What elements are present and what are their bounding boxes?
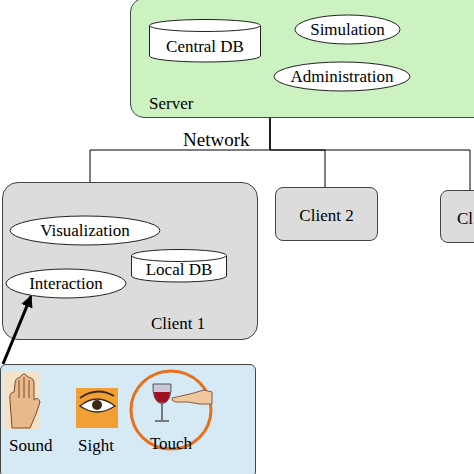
database-cylinder: Central DB [149,19,261,63]
module-ellipse: Visualization [9,215,161,246]
client-box: Client 2 [275,187,378,241]
server-box: Server Central DB SimulationAdministration [130,0,474,118]
node-label: Server [149,95,193,112]
node-label: Cl [457,210,473,227]
cylinder-top [150,20,261,32]
cylinder-top [132,250,227,262]
node-label: Sound [9,437,52,454]
client-box: Cl [440,190,474,243]
module-ellipse: Interaction [5,268,127,299]
finger-lines [19,377,29,398]
network-line [90,118,270,182]
database-cylinder: Local DB [131,249,227,283]
touch-icon [153,384,212,421]
module-ellipse: Simulation [294,14,401,45]
ellipse-outline [6,269,126,298]
eye-pupil [92,400,102,410]
node-label: Touch [129,435,213,452]
node-label: Client 2 [276,207,377,224]
hand-icon [4,372,40,430]
glass-bowl [153,384,171,404]
senses-panel: Sound Sight Touch [0,364,256,474]
eye-shape [80,399,115,412]
hand-shape [10,374,40,428]
module-ellipse: Administration [273,61,411,92]
client-box: Client 1 VisualizationInteractionLocal DB [2,182,258,340]
node-label: Administration [273,68,411,85]
eye-icon [76,388,118,428]
ellipse-outline [274,62,410,91]
node-label: Simulation [294,21,401,38]
ellipse-outline [295,15,400,44]
node-label: Sight [78,437,114,454]
eyebrow [80,391,114,398]
ellipse-outline [10,216,160,245]
network-line [270,118,325,187]
node-label: Visualization [9,222,161,239]
node-label: Central DB [149,38,261,55]
highlight-circle: Touch [129,369,213,451]
network-line [270,118,470,190]
glass-stem [155,404,169,421]
network-label: Network [183,130,249,149]
finger-shape [172,390,212,404]
hand-icon-background [4,372,40,430]
eye-icon-background [76,388,118,428]
node-label: Interaction [5,275,127,292]
arrow-connector [3,296,31,364]
wine [154,392,170,403]
node-label: Local DB [131,261,227,278]
node-label: Client 1 [151,315,205,332]
